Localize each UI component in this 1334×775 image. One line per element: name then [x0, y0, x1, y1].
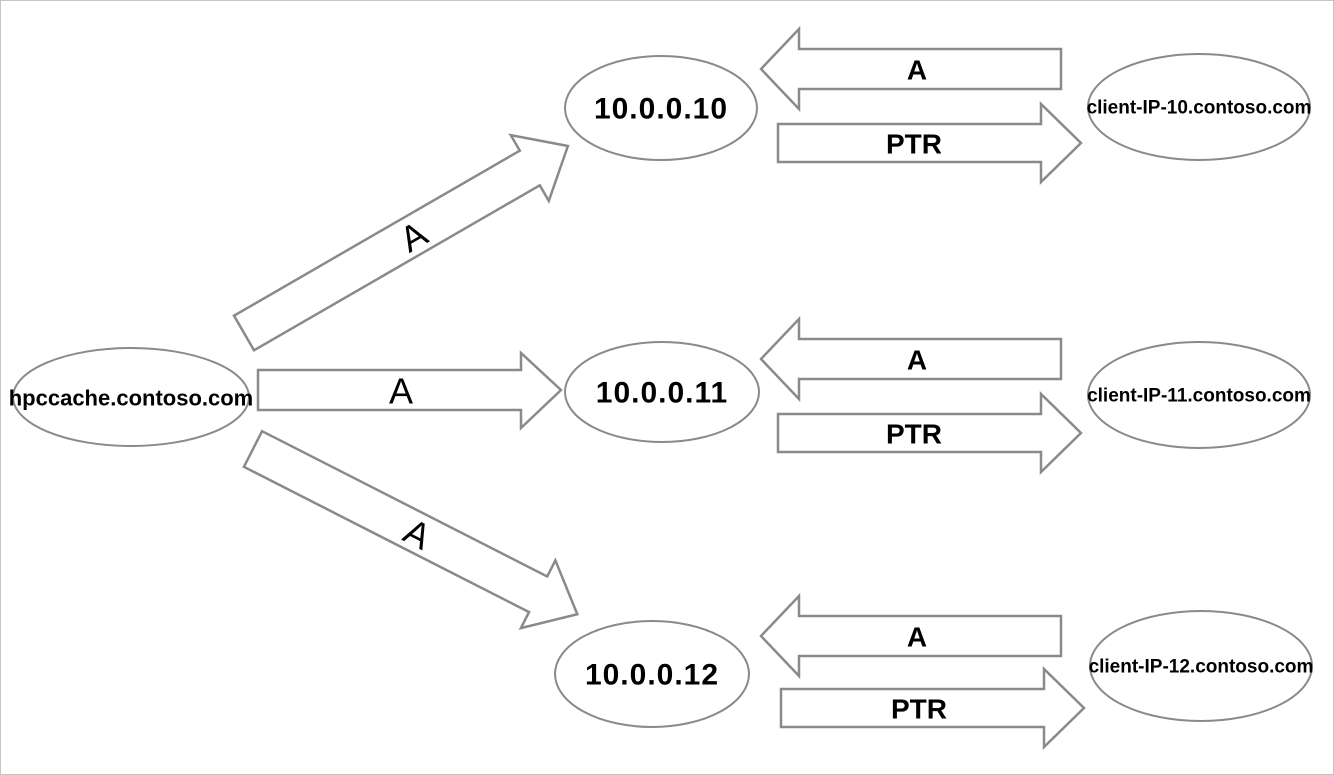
arrow-shape-down	[242, 429, 580, 631]
a-record-arrow-to-ip12: A	[242, 429, 580, 631]
client-10-label: client-IP-10.contoso.com	[1087, 98, 1312, 119]
arrow-shape-left	[759, 25, 1063, 113]
a-record-label: A	[907, 345, 927, 376]
client-12-ellipse	[1089, 610, 1313, 722]
arrow-shape-horizontal	[256, 350, 563, 431]
ptr-record-arrow-row12: PTR	[779, 666, 1086, 750]
a-record-arrow-row12: A	[759, 592, 1063, 680]
client-11-label: client-IP-11.contoso.com	[1087, 386, 1311, 407]
ip-11-ellipse	[564, 341, 760, 443]
hpccache-ellipse	[12, 347, 250, 447]
node-client-10: client-IP-10.contoso.com	[1087, 53, 1312, 161]
ptr-record-arrow-row11: PTR	[776, 391, 1083, 475]
arrow-shape-up	[232, 133, 570, 353]
ptr-record-label: PTR	[891, 694, 947, 725]
a-record-label: A	[907, 55, 927, 86]
node-ip-12: 10.0.0.12	[554, 620, 750, 728]
client-11-ellipse	[1087, 341, 1311, 449]
node-ip-11: 10.0.0.11	[564, 341, 760, 443]
node-client-12: client-IP-12.contoso.com	[1089, 610, 1314, 722]
hpccache-label: hpccache.contoso.com	[9, 386, 254, 411]
ip-12-label: 10.0.0.12	[585, 659, 719, 692]
a-record-label: A	[389, 371, 413, 412]
node-ip-10: 10.0.0.10	[564, 55, 758, 161]
a-record-arrow-row11: A	[759, 315, 1063, 403]
arrow-shape-right	[776, 391, 1083, 475]
client-12-label: client-IP-12.contoso.com	[1089, 657, 1314, 678]
ip-10-label: 10.0.0.10	[594, 93, 728, 126]
arrow-shape-right	[776, 101, 1083, 185]
node-client-11: client-IP-11.contoso.com	[1087, 341, 1311, 449]
arrow-shape-left	[759, 592, 1063, 680]
arrow-shape-right	[779, 666, 1086, 750]
a-record-arrow-row10: A	[759, 25, 1063, 113]
ptr-record-label: PTR	[886, 419, 942, 450]
ptr-record-arrow-row10: PTR	[776, 101, 1083, 185]
a-record-arrow-to-ip11: A	[256, 350, 563, 431]
ptr-record-label: PTR	[886, 129, 942, 160]
client-10-ellipse	[1087, 53, 1311, 161]
a-record-label: A	[907, 622, 927, 653]
ip-10-ellipse	[564, 55, 758, 161]
arrow-shape-left	[759, 315, 1063, 403]
ip-12-ellipse	[554, 620, 750, 728]
node-hpccache: hpccache.contoso.com	[9, 347, 254, 447]
a-record-arrow-to-ip10: A	[232, 133, 570, 353]
ip-11-label: 10.0.0.11	[596, 377, 728, 410]
